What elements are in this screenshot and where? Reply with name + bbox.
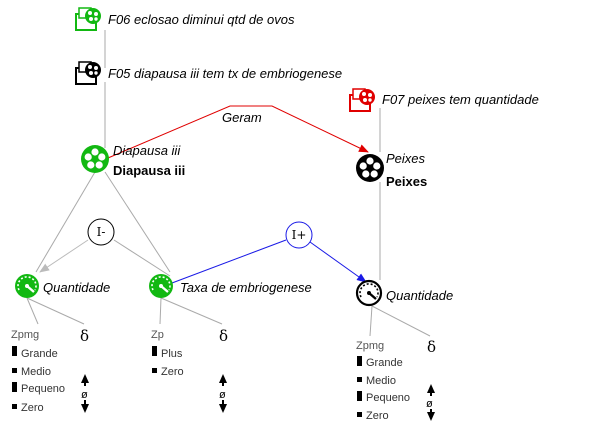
derivative-bar: [430, 409, 432, 413]
value-label[interactable]: Zero: [21, 402, 44, 414]
quantity-gauge-icon-taxa[interactable]: [149, 274, 173, 298]
quantity-space-name: Zp: [151, 329, 164, 341]
derivative-space-right: δ ø: [426, 338, 436, 421]
value-marker: [12, 368, 17, 373]
derivative-bar: [84, 400, 86, 405]
line-qr-deriv: [371, 305, 431, 337]
value-marker: [12, 404, 17, 409]
derivative-space-left: δ ø: [80, 327, 89, 413]
relation-geram-arrow[interactable]: [107, 105, 369, 159]
value-label[interactable]: Zero: [366, 410, 389, 422]
influence-i-minus-node[interactable]: [87, 218, 115, 246]
influence-i-minus-line: [113, 239, 171, 277]
relation-geram-label: Geram: [222, 110, 262, 125]
influence-i-minus-arrow[interactable]: [39, 239, 89, 273]
entity-peixes-name-italic: Peixes: [386, 151, 426, 166]
derivative-zero-label[interactable]: ø: [426, 398, 433, 410]
quantity-name-taxa: Taxa de embriogenese: [180, 280, 312, 295]
value-marker: [357, 391, 362, 401]
line-qt-deriv: [160, 297, 223, 325]
line-diapausa-to-taxa: [104, 171, 171, 273]
derivative-down-arrow[interactable]: [427, 412, 435, 421]
value-label[interactable]: Medio: [366, 375, 396, 387]
derivative-symbol: δ: [427, 338, 436, 356]
influence-i-plus-arrow[interactable]: [309, 241, 367, 283]
value-marker: [152, 346, 157, 356]
entity-diapausa-name-bold: Diapausa iii: [113, 163, 185, 178]
value-label[interactable]: Pequeno: [21, 383, 65, 395]
value-marker: [357, 356, 362, 366]
value-label[interactable]: Medio: [21, 366, 51, 378]
influence-i-plus-label: I+: [292, 228, 307, 242]
line-qt-space: [159, 297, 162, 325]
derivative-down-arrow[interactable]: [219, 404, 227, 413]
value-marker: [357, 377, 362, 382]
fact-f05-icon[interactable]: [75, 61, 101, 85]
value-label[interactable]: Plus: [161, 348, 183, 360]
value-marker: [12, 382, 17, 392]
quantity-space-name: Zpmg: [356, 340, 384, 352]
structure-lines: [26, 30, 431, 337]
value-marker: [12, 346, 17, 356]
derivative-bar: [222, 400, 224, 405]
value-marker: [357, 412, 362, 417]
value-marker: [152, 368, 157, 373]
quantity-space-taxa: Zp Plus Zero: [151, 329, 184, 378]
derivative-symbol: δ: [80, 327, 89, 345]
fact-f07-icon[interactable]: [349, 88, 375, 112]
entity-peixes-name-bold: Peixes: [386, 174, 427, 189]
quantity-name-right: Quantidade: [386, 288, 453, 303]
derivative-bar: [84, 382, 86, 386]
fact-f07-label: F07 peixes tem quantidade: [382, 92, 539, 107]
derivative-symbol: δ: [219, 327, 228, 345]
influence-i-plus-node[interactable]: [285, 221, 313, 249]
quantity-name-left: Quantidade: [43, 280, 110, 295]
entity-diapausa-icon[interactable]: [81, 145, 109, 173]
quantity-gauge-icon-left[interactable]: [15, 274, 39, 298]
fact-f06-label: F06 eclosao diminui qtd de ovos: [108, 12, 295, 27]
quantity-space-left: Zpmg Grande Medio Pequeno Zero: [11, 329, 65, 414]
derivative-bar: [222, 382, 224, 386]
derivative-zero-label[interactable]: ø: [219, 389, 226, 401]
line-ql-space: [26, 297, 39, 325]
fact-f05-label: F05 diapausa iii tem tx de embriogenese: [108, 66, 342, 81]
quantity-space-name: Zpmg: [11, 329, 39, 341]
derivative-up-arrow[interactable]: [81, 374, 89, 383]
value-label[interactable]: Grande: [366, 357, 403, 369]
derivative-zero-label[interactable]: ø: [81, 389, 88, 401]
derivative-space-taxa: δ ø: [219, 327, 228, 413]
entity-diapausa-name-italic: Diapausa iii: [113, 143, 181, 158]
fact-f06-icon[interactable]: [75, 7, 101, 31]
influence-i-plus-line: [171, 239, 287, 284]
line-ql-deriv: [26, 297, 85, 325]
influence-i-minus-label: I-: [97, 225, 106, 239]
entity-peixes-icon[interactable]: [356, 154, 384, 182]
derivative-up-arrow[interactable]: [219, 374, 227, 383]
value-label[interactable]: Pequeno: [366, 392, 410, 404]
line-diapausa-to-quantidade: [35, 171, 96, 273]
quantity-gauge-icon-right[interactable]: [355, 279, 383, 307]
value-label[interactable]: Grande: [21, 348, 58, 360]
line-qr-space: [369, 305, 373, 337]
derivative-down-arrow[interactable]: [81, 404, 89, 413]
derivative-up-arrow[interactable]: [427, 384, 435, 393]
derivative-bar: [430, 392, 432, 396]
quantity-space-right: Zpmg Grande Medio Pequeno Zero: [356, 340, 410, 422]
value-label[interactable]: Zero: [161, 366, 184, 378]
